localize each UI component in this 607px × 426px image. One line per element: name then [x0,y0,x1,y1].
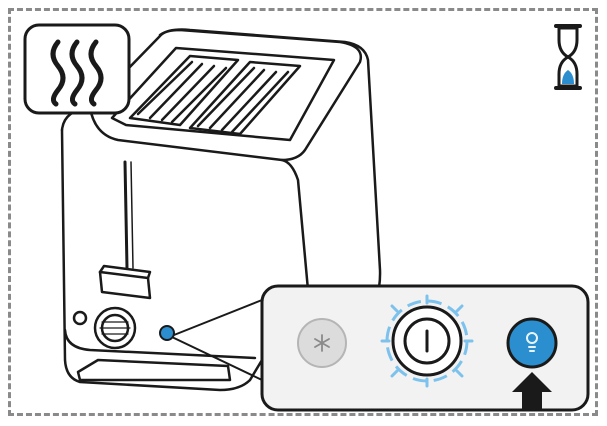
arrow-up-icon [512,372,552,410]
lever-slot [123,160,129,270]
toaster-lift-button [159,325,175,341]
power-dial [380,294,474,388]
defrost-button [297,318,347,368]
hourglass-icon [554,24,582,90]
toaster [60,28,382,392]
snowflake-icon [314,334,330,352]
control-panel-callout [260,284,590,412]
bread-slot-1 [128,54,240,127]
small-left-button [72,310,88,326]
lift-button [506,317,558,369]
dashed-frame [8,8,598,416]
heat-waves-icon [23,23,131,115]
bread-slot-2 [188,60,302,136]
crumb-tray [76,358,232,382]
toaster-lever [98,270,152,300]
bulb-lift-icon [526,332,538,352]
